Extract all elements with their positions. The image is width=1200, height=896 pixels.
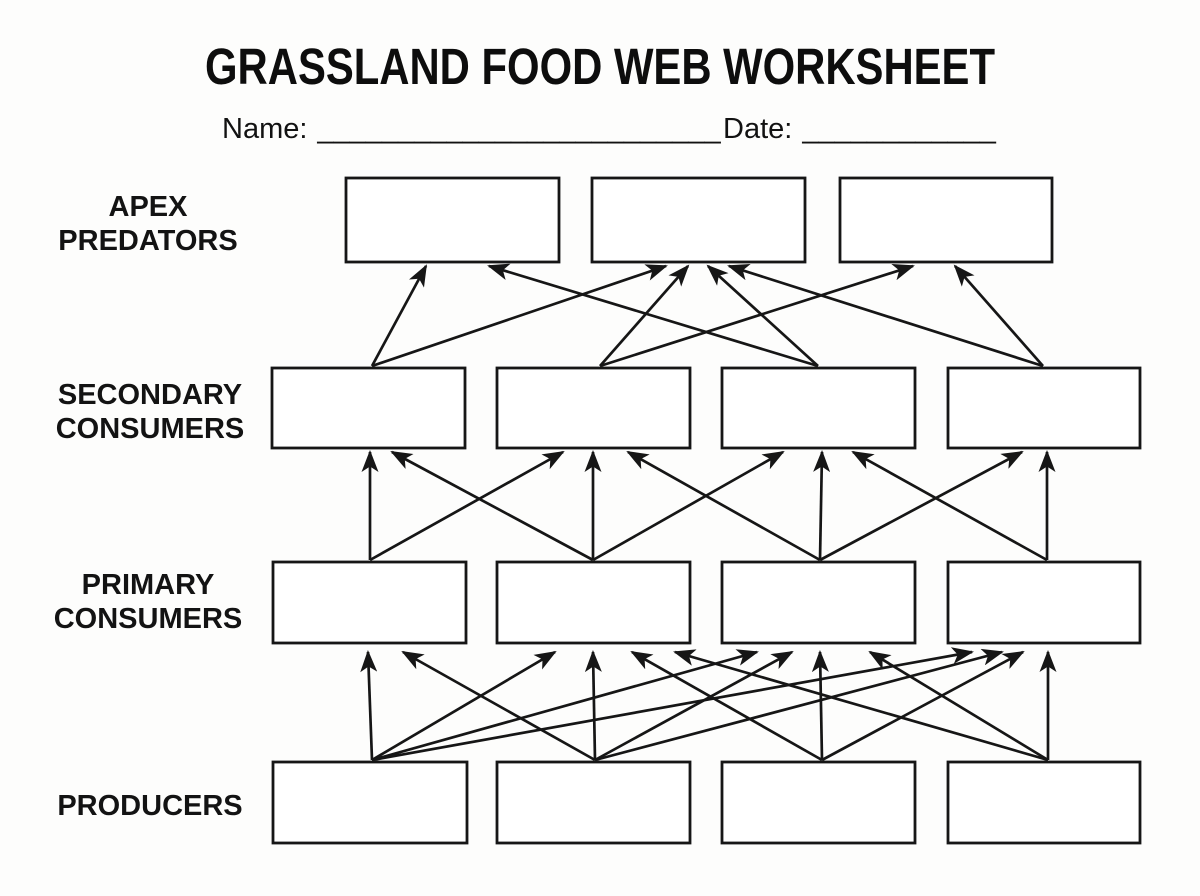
arrow-secondary-4-to-apex-3 — [953, 264, 1045, 367]
name-field[interactable]: Name: _________________________ — [222, 113, 722, 145]
arrow-secondary-2-to-apex-3 — [599, 263, 915, 368]
arrow-primary-3-to-secondary-3 — [813, 450, 831, 561]
arrow-producer-1-to-primary-3 — [371, 649, 759, 762]
arrow-secondary-1-to-apex-1 — [370, 264, 428, 367]
arrow-secondary-2-to-apex-2 — [598, 264, 690, 367]
producer-3-blank-box[interactable] — [720, 760, 917, 845]
apex-1-blank-box[interactable] — [344, 176, 561, 264]
arrow-producer-2-to-primary-4 — [594, 648, 1004, 762]
page-title: GRASSLAND FOOD WEB WORKSHEET — [205, 38, 995, 95]
apex-2-blank-box[interactable] — [590, 176, 807, 264]
arrow-primary-2-to-secondary-1 — [390, 450, 594, 562]
arrow-producer-4-to-primary-3 — [868, 650, 1049, 762]
arrows-group — [360, 263, 1057, 762]
producer-2-blank-box[interactable] — [495, 760, 692, 845]
secondary-3-blank-box[interactable] — [720, 366, 917, 450]
arrow-producer-1-to-primary-1 — [360, 650, 378, 761]
date-field[interactable]: Date: ____________ — [723, 113, 997, 145]
apex-3-blank-box[interactable] — [838, 176, 1054, 264]
arrow-producer-4-to-primary-2 — [673, 649, 1049, 762]
arrow-producer-1-to-primary-2 — [371, 650, 557, 762]
primary-2-blank-box[interactable] — [495, 560, 692, 645]
arrow-producer-3-to-primary-4 — [821, 650, 1025, 762]
name-blank-line[interactable]: _________________________ — [316, 113, 721, 145]
arrow-primary-3-to-secondary-2 — [626, 450, 821, 562]
primary-3-blank-box[interactable] — [720, 560, 917, 645]
date-label: Date: — [723, 113, 792, 145]
arrow-secondary-3-to-apex-1 — [487, 263, 819, 368]
primary-1-blank-box[interactable] — [271, 560, 468, 645]
secondary-2-blank-box[interactable] — [495, 366, 692, 450]
date-blank-line[interactable]: ____________ — [801, 113, 996, 145]
arrow-producer-2-to-primary-3 — [594, 650, 794, 762]
arrow-secondary-3-to-apex-2 — [706, 264, 819, 367]
blank-boxes-group — [270, 176, 1142, 845]
producer-1-blank-box[interactable] — [271, 760, 469, 845]
arrow-producer-2-to-primary-1 — [401, 650, 596, 762]
primary-4-blank-box[interactable] — [946, 560, 1142, 645]
arrow-primary-2-to-secondary-3 — [592, 450, 785, 562]
row-label-producers: PRODUCERS — [57, 790, 242, 822]
arrow-secondary-4-to-apex-2 — [727, 263, 1044, 368]
arrow-primary-1-to-secondary-2 — [369, 450, 565, 562]
arrow-producer-3-to-primary-3 — [811, 650, 829, 761]
arrow-producer-1-to-primary-4 — [371, 647, 974, 762]
arrow-producer-2-to-primary-2 — [584, 650, 602, 761]
producer-4-blank-box[interactable] — [946, 760, 1142, 845]
arrow-primary-3-to-secondary-4 — [819, 450, 1024, 562]
secondary-1-blank-box[interactable] — [270, 366, 467, 450]
arrow-primary-4-to-secondary-3 — [851, 450, 1048, 562]
arrow-producer-3-to-primary-2 — [630, 650, 823, 762]
name-label: Name: — [222, 113, 307, 145]
arrow-secondary-1-to-apex-2 — [371, 264, 668, 368]
secondary-4-blank-box[interactable] — [946, 366, 1142, 450]
